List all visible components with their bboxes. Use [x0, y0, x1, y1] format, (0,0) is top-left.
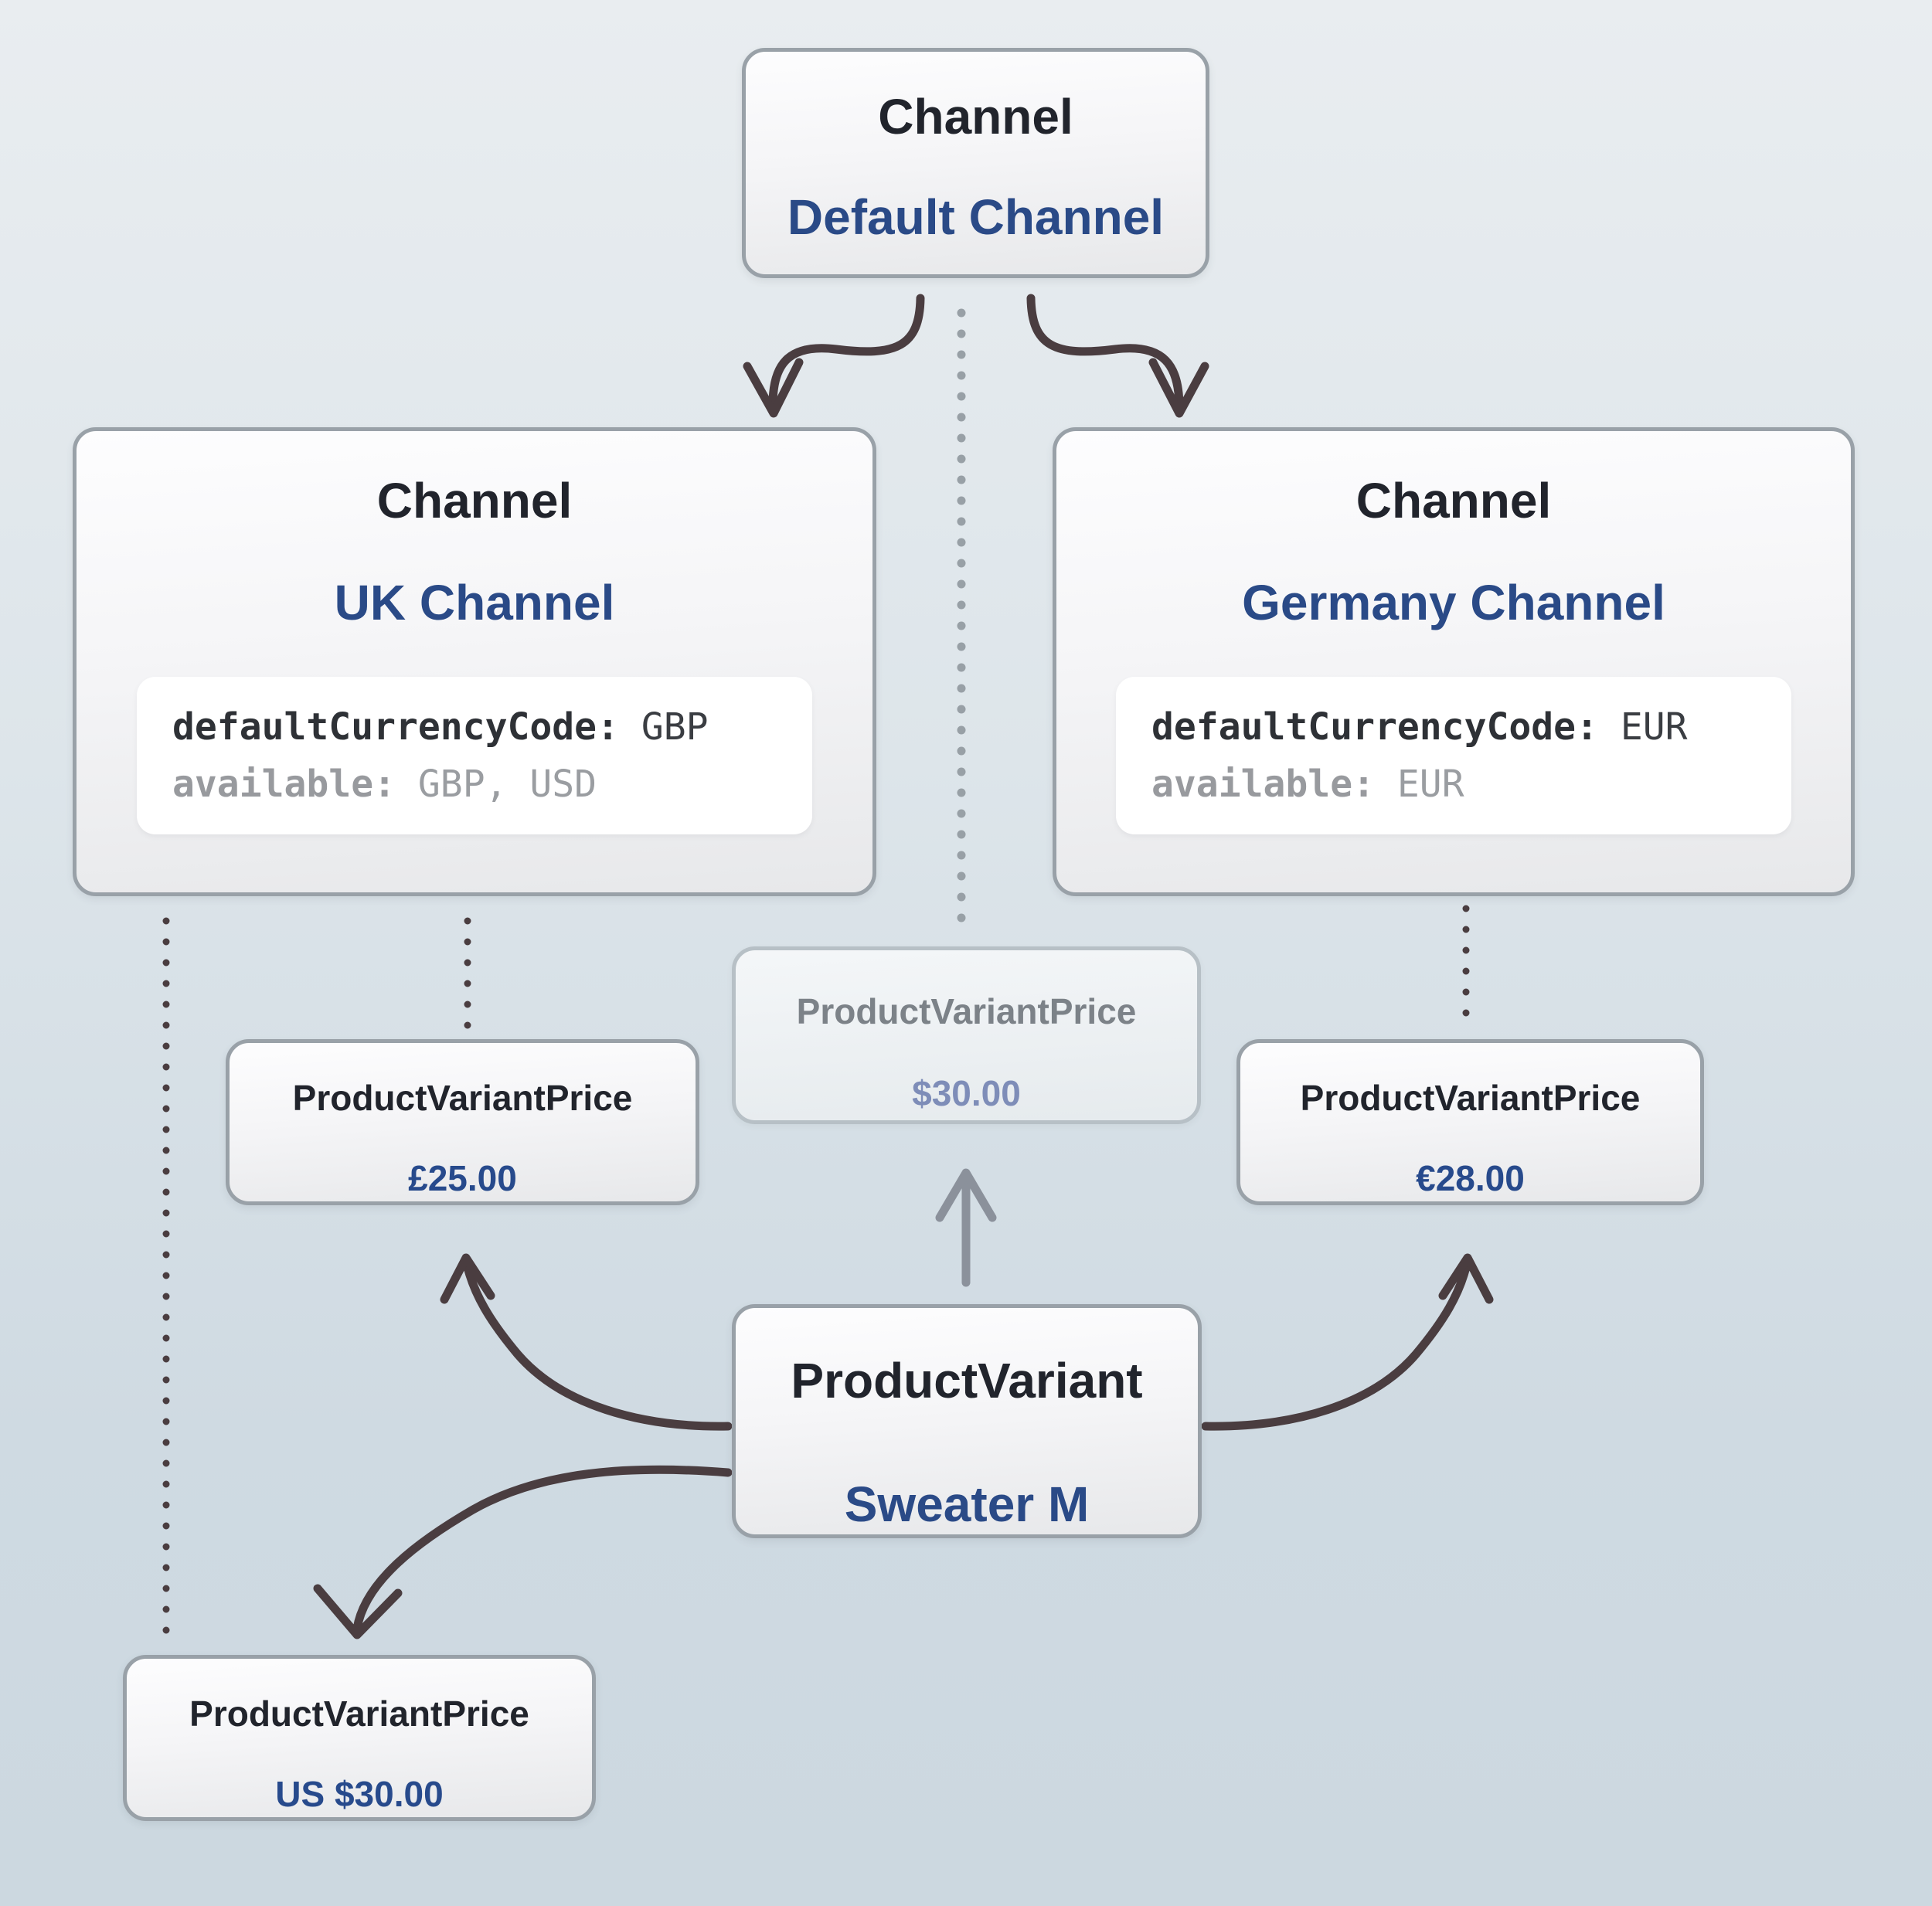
node-germany-channel: Channel Germany Channel defaultCurrencyC… [1053, 427, 1855, 896]
currency-code-panel: defaultCurrencyCode: GBP available: GBP,… [137, 677, 812, 834]
entity-label: Channel [878, 89, 1073, 144]
variant-name: Sweater M [844, 1476, 1090, 1532]
node-product-variant: ProductVariant Sweater M [732, 1304, 1202, 1538]
channel-name: Germany Channel [1242, 575, 1665, 630]
arrow-default-to-germany-head [1148, 358, 1209, 418]
arrow-variant-to-default-price-head [935, 1168, 997, 1222]
price-value: US $30.00 [275, 1774, 444, 1814]
entity-label: ProductVariantPrice [796, 991, 1137, 1031]
node-germany-product-variant-price: ProductVariantPrice €28.00 [1236, 1039, 1704, 1205]
price-value: €28.00 [1416, 1158, 1525, 1198]
price-value: £25.00 [408, 1158, 517, 1198]
arrow-variant-to-germany-price [1201, 1259, 1471, 1431]
channel-name: UK Channel [334, 575, 615, 630]
entity-label: Channel [376, 473, 573, 528]
arrow-variant-to-germany-price-head [1438, 1253, 1494, 1304]
arrow-variant-to-us-price-head [313, 1584, 403, 1639]
entity-label: ProductVariantPrice [292, 1078, 633, 1118]
arrow-variant-to-uk-price-head [440, 1253, 495, 1304]
code-line-available: available: EUR [1151, 763, 1464, 806]
node-us-product-variant-price: ProductVariantPrice US $30.00 [123, 1655, 596, 1821]
arrow-default-to-uk [768, 294, 925, 409]
node-uk-product-variant-price: ProductVariantPrice £25.00 [226, 1039, 699, 1205]
entity-label: Channel [1355, 473, 1552, 528]
code-line-default-currency: defaultCurrencyCode: GBP [172, 705, 709, 749]
entity-label: ProductVariantPrice [1300, 1078, 1641, 1118]
node-default-product-variant-price: ProductVariantPrice $30.00 [732, 946, 1201, 1124]
node-default-channel: Channel Default Channel [742, 48, 1209, 278]
arrow-variant-to-uk-price [462, 1259, 733, 1431]
code-line-available: available: GBP, USD [172, 763, 597, 806]
entity-label: ProductVariant [791, 1353, 1143, 1408]
price-value: $30.00 [912, 1073, 1021, 1113]
arrow-variant-to-us-price [352, 1465, 733, 1633]
code-line-default-currency: defaultCurrencyCode: EUR [1151, 705, 1688, 749]
node-uk-channel: Channel UK Channel defaultCurrencyCode: … [73, 427, 876, 896]
channel-name: Default Channel [787, 189, 1165, 245]
currency-code-panel: defaultCurrencyCode: EUR available: EUR [1116, 677, 1791, 834]
entity-label: ProductVariantPrice [189, 1694, 529, 1734]
arrow-default-to-germany [1026, 294, 1184, 409]
arrow-default-to-uk-head [743, 358, 804, 418]
